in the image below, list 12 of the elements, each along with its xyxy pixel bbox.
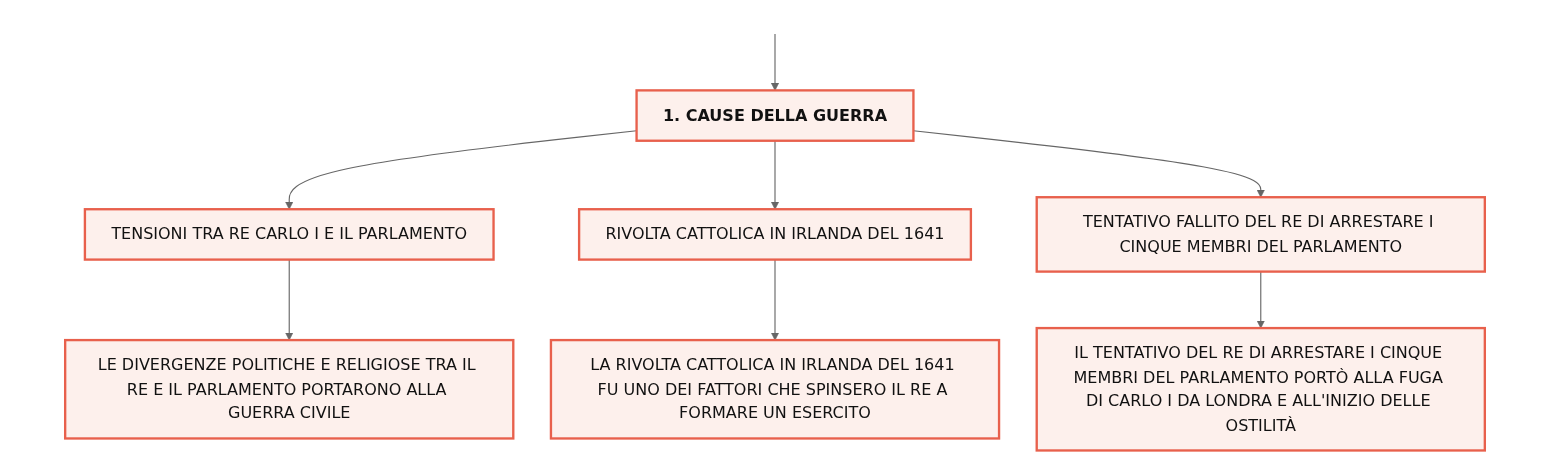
node-box: TENSIONI TRA RE CARLO I E IL PARLAMENTO: [83, 208, 495, 261]
arrow: [770, 33, 780, 91]
node-box: LE DIVERGENZE POLITICHE E RELIGIOSE TRA IL RE E IL PARLAMENTO PORTARONO ALLA GUERRA CIVILE: [64, 338, 515, 440]
node-box: IL TENTATIVO DEL RE DI ARRESTARE I CINQUE MEMBRI DEL PARLAMENTO PORTÒ ALLA FUGA DI CARLO I DA LONDRA E ALL'INIZIO DELLE OSTILITÀ: [1035, 326, 1486, 452]
node-box: RIVOLTA CATTOLICA IN IRLANDA DEL 1641: [577, 208, 973, 261]
node-box: LA RIVOLTA CATTOLICA IN IRLANDA DEL 1641 FU UNO DEI FATTORI CHE SPINSERO IL RE A FORMARE UN ESERCITO: [549, 338, 1001, 440]
node-box: 1. CAUSE DELLA GUERRA: [635, 89, 915, 142]
arrow: [1256, 271, 1265, 329]
arrow: [770, 140, 780, 210]
node-box: TENTATIVO FALLITO DEL RE DI ARRESTARE I CINQUE MEMBRI DEL PARLAMENTO: [1035, 196, 1486, 273]
arrow: [285, 259, 294, 341]
arrow: [770, 259, 780, 341]
